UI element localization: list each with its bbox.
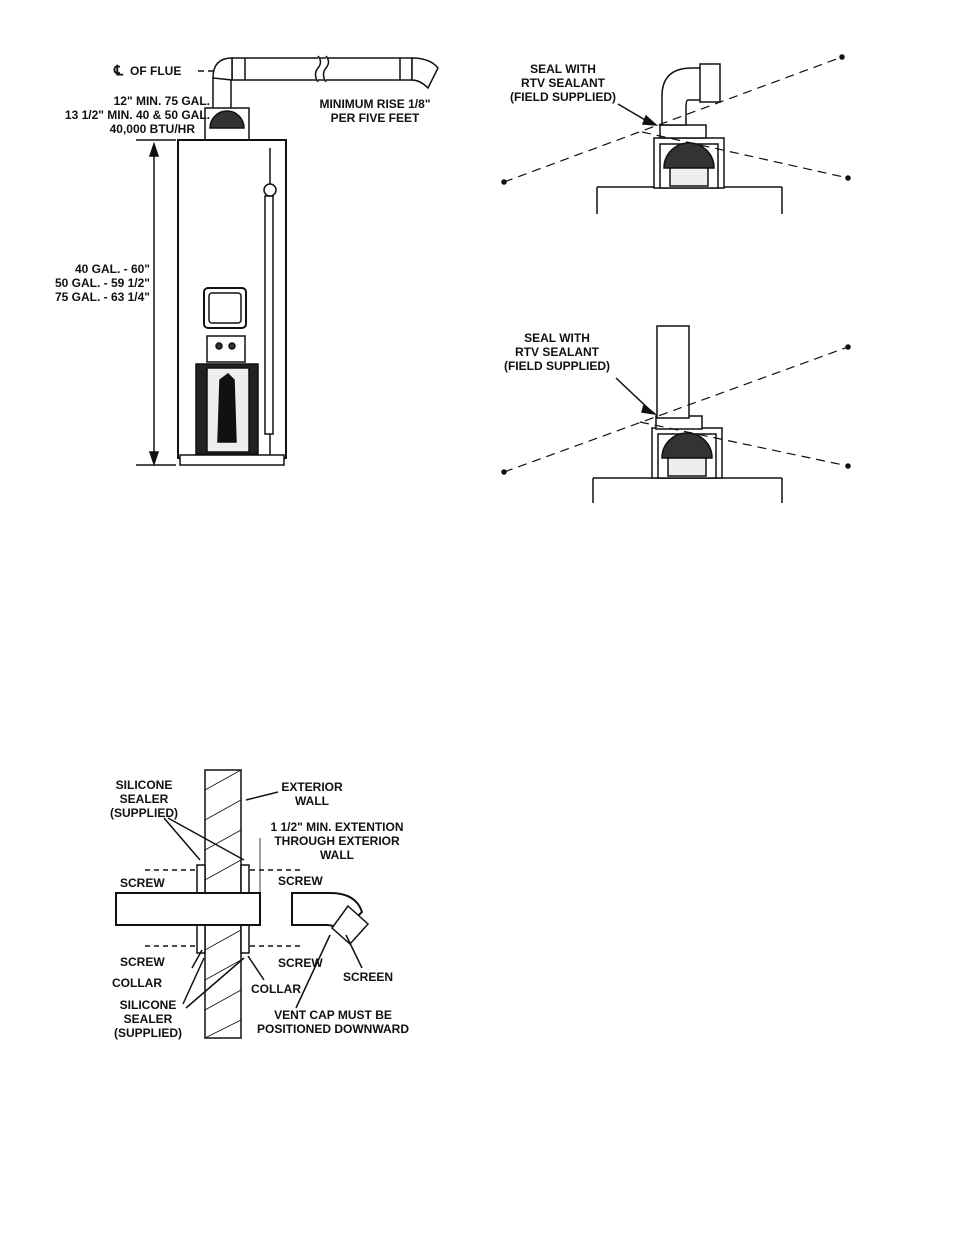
screw-label-right-bottom: SCREW: [278, 956, 323, 970]
seal-line: (FIELD SUPPLIED): [509, 90, 616, 104]
clearance-line: 40,000 BTU/HR: [109, 122, 195, 136]
extension-label: 1 1/2" MIN. EXTENTION THROUGH EXTERIOR W…: [262, 820, 412, 862]
screw-label-left-top: SCREW: [120, 876, 165, 890]
collar-label-right: COLLAR: [251, 982, 301, 996]
height-label-block: 40 GAL. - 60" 50 GAL. - 59 1/2" 75 GAL. …: [40, 262, 150, 304]
water-heater-figure: [136, 55, 439, 467]
clearance-label-block: 12" MIN. 75 GAL. 13 1/2" MIN. 40 & 50 GA…: [50, 94, 210, 136]
height-line: 75 GAL. - 63 1/4": [54, 290, 150, 304]
silicone-line: SILICONE: [115, 778, 173, 792]
silicone-line: (SUPPLIED): [113, 1026, 182, 1040]
silicone-label-top: SILICONE SEALER (SUPPLIED): [100, 778, 188, 820]
screw-label-right-top: SCREW: [278, 874, 323, 888]
silicone-line: SEALER: [119, 792, 169, 806]
seal-line: SEAL WITH: [530, 62, 596, 76]
silicone-line: (SUPPLIED): [109, 806, 178, 820]
vent-cap-line: VENT CAP MUST BE: [274, 1008, 392, 1022]
clearance-line: 13 1/2" MIN. 40 & 50 GAL.: [64, 108, 210, 122]
minimum-rise-label: MINIMUM RISE 1/8" PER FIVE FEET: [310, 97, 440, 125]
cl-of-flue-label: OF FLUE: [130, 64, 182, 78]
exterior-wall-label: EXTERIOR WALL: [272, 780, 352, 808]
screw-label-left-bottom: SCREW: [120, 955, 165, 969]
extension-line: THROUGH EXTERIOR: [274, 834, 400, 848]
silicone-label-bottom: SILICONE SEALER (SUPPLIED): [104, 998, 192, 1040]
vent-cap-line: POSITIONED DOWNWARD: [257, 1022, 409, 1036]
extension-line: 1 1/2" MIN. EXTENTION: [270, 820, 404, 834]
wall-penetration-figure: [115, 769, 370, 1039]
screen-label: SCREEN: [343, 970, 394, 984]
minimum-rise-line: MINIMUM RISE 1/8": [319, 97, 431, 111]
seal-line: RTV SEALANT: [515, 345, 599, 359]
extension-line: WALL: [320, 848, 354, 862]
exterior-wall-line: EXTERIOR: [281, 780, 343, 794]
cl-symbol: ℄: [114, 62, 123, 78]
vent-cap-label: VENT CAP MUST BE POSITIONED DOWNWARD: [250, 1008, 416, 1036]
silicone-line: SILICONE: [119, 998, 177, 1012]
sealant-straight-figure: [501, 325, 851, 503]
height-line: 50 GAL. - 59 1/2": [54, 276, 150, 290]
seal-label-middle: SEAL WITH RTV SEALANT (FIELD SUPPLIED): [492, 331, 622, 373]
exterior-wall-line: WALL: [295, 794, 329, 808]
clearance-line: 12" MIN. 75 GAL.: [113, 94, 210, 108]
sealant-elbow-figure: [501, 54, 851, 214]
silicone-line: SEALER: [123, 1012, 173, 1026]
seal-line: SEAL WITH: [524, 331, 590, 345]
seal-line: (FIELD SUPPLIED): [503, 359, 610, 373]
height-line: 40 GAL. - 60": [74, 262, 150, 276]
seal-line: RTV SEALANT: [521, 76, 605, 90]
minimum-rise-line: PER FIVE FEET: [330, 111, 420, 125]
collar-label-left: COLLAR: [112, 976, 162, 990]
seal-label-top: SEAL WITH RTV SEALANT (FIELD SUPPLIED): [498, 62, 628, 104]
